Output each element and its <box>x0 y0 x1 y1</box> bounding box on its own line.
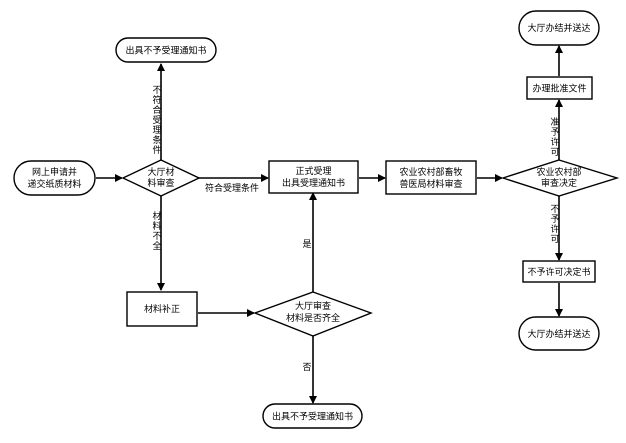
node-hall-done-top: 大厅办结并送达 <box>518 10 600 46</box>
node-ministry-decision-line-1: 农业农村部 <box>536 166 581 178</box>
node-approval-doc: 办理批准文件 <box>526 76 593 100</box>
node-ministry-review: 农业农村部畜牧 兽医局材料审查 <box>385 160 477 195</box>
svg-text:合: 合 <box>152 104 161 116</box>
node-hall-check-complete-line-2: 材料是否齐全 <box>286 312 340 324</box>
svg-text:许: 许 <box>550 223 559 235</box>
edge-label-not-meet: 不 符 合 受 理 条 件 <box>152 85 161 156</box>
svg-text:理: 理 <box>152 125 161 136</box>
node-ministry-review-line-2: 兽医局材料审查 <box>399 178 462 190</box>
node-hall-check-complete: 大厅审查 材料是否齐全 <box>253 291 373 337</box>
node-ministry-decision: 农业农村部 审查决定 <box>500 159 620 197</box>
svg-text:符: 符 <box>152 94 161 106</box>
svg-text:准: 准 <box>550 117 559 128</box>
node-hall-review-line-1: 大厅材 <box>147 166 174 178</box>
node-hall-review-line-2: 料审查 <box>147 177 174 189</box>
svg-text:料: 料 <box>152 220 161 232</box>
node-apply-line-1: 网上申请并 <box>32 166 77 178</box>
node-hall-done-bottom: 大厅办结并送达 <box>518 316 600 351</box>
node-ministry-decision-line-2: 审查决定 <box>541 177 577 189</box>
svg-text:全: 全 <box>152 240 161 252</box>
node-denial-doc-line-1: 不予许可决定书 <box>527 266 590 278</box>
svg-text:可: 可 <box>550 147 559 158</box>
svg-text:受: 受 <box>152 114 161 126</box>
node-formal-accept: 正式受理 出具受理通知书 <box>268 160 359 194</box>
edge-label-incomplete: 材 料 不 全 <box>152 210 161 252</box>
svg-text:件: 件 <box>152 144 161 156</box>
node-formal-accept-line-1: 正式受理 <box>295 165 331 177</box>
node-apply-line-2: 递交纸质材料 <box>27 178 81 190</box>
edge-label-deny: 不 予 许 可 <box>550 204 559 245</box>
node-supplement-line-1: 材料补正 <box>144 303 180 315</box>
edge-label-yes: 是 <box>302 239 311 250</box>
svg-text:许: 许 <box>550 136 559 148</box>
svg-text:可: 可 <box>550 234 559 245</box>
node-notice-bottom-line-1: 出具不予受理通知书 <box>272 411 353 423</box>
svg-text:不: 不 <box>550 204 559 215</box>
svg-text:予: 予 <box>550 214 559 225</box>
edge-label-approve: 准 予 许 可 <box>550 117 559 158</box>
node-hall-done-bottom-line-1: 大厅办结并送达 <box>527 328 590 340</box>
node-hall-done-top-line-1: 大厅办结并送达 <box>527 22 590 34</box>
node-ministry-review-line-1: 农业农村部畜牧 <box>399 166 462 178</box>
edge-label-no: 否 <box>302 362 311 373</box>
node-denial-doc: 不予许可决定书 <box>522 260 596 283</box>
node-formal-accept-line-2: 出具受理通知书 <box>282 177 345 189</box>
node-apply: 网上申请并 递交纸质材料 <box>13 160 96 196</box>
svg-text:不: 不 <box>152 231 161 242</box>
node-notice-top-left: 出具不予受理通知书 <box>115 37 217 63</box>
svg-text:予: 予 <box>550 127 559 138</box>
node-supplement: 材料补正 <box>126 291 198 327</box>
svg-text:条: 条 <box>152 134 161 146</box>
node-hall-check-complete-line-1: 大厅审查 <box>295 300 331 312</box>
node-notice-bottom: 出具不予受理通知书 <box>262 403 363 429</box>
svg-text:不: 不 <box>152 85 161 96</box>
svg-text:材: 材 <box>152 210 161 222</box>
node-hall-review: 大厅材 料审查 <box>121 159 201 197</box>
node-notice-top-left-line-1: 出具不予受理通知书 <box>125 45 206 57</box>
edge-label-meet: 符合受理条件 <box>205 182 259 194</box>
node-approval-doc-line-1: 办理批准文件 <box>532 83 586 95</box>
